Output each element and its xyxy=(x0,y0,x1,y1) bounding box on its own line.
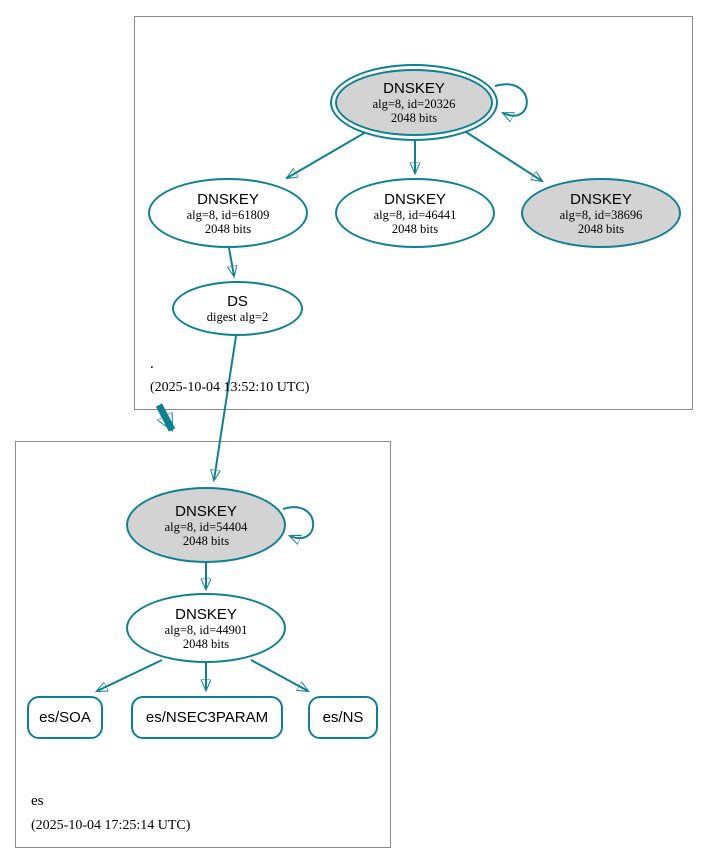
edge-selfsign-dnskey-20326 xyxy=(494,83,528,115)
node-title: DNSKEY xyxy=(570,190,632,208)
node-detail: 2048 bits xyxy=(391,221,439,236)
node-detail: alg=8, id=54404 xyxy=(164,519,248,534)
node-title: DNSKEY xyxy=(197,190,259,208)
node-detail: digest alg=2 xyxy=(206,310,269,324)
zone-timestamp-es: (2025-10-04 17:25:14 UTC) xyxy=(31,818,191,833)
node-detail: 2048 bits xyxy=(577,221,625,236)
node-title: DNSKEY xyxy=(384,190,446,208)
node-detail: 2048 bits xyxy=(182,636,230,651)
zone-box-es xyxy=(15,441,391,848)
node-detail: 2048 bits xyxy=(204,221,252,236)
node-detail: alg=8, id=38696 xyxy=(559,207,643,222)
edge-dnskey-20326-to-38696 xyxy=(465,131,542,181)
edge-ds-to-dnskey-54404 xyxy=(214,335,237,480)
node-detail: alg=8, id=20326 xyxy=(372,97,456,111)
zone-name-root: . xyxy=(150,356,154,372)
node-title: DNSKEY xyxy=(175,502,237,520)
node-detail: 2048 bits xyxy=(182,533,230,548)
node-dnskey-61809: DNSKEY alg=8, id=61809 2048 bits xyxy=(148,178,308,248)
node-dnskey-38696: DNSKEY alg=8, id=38696 2048 bits xyxy=(521,178,681,248)
edge-selfsign-dnskey-54404 xyxy=(282,506,315,538)
node-detail: alg=8, id=61809 xyxy=(186,207,270,222)
edge-dnskey-44901-to-ns xyxy=(250,659,308,691)
node-dnskey-20326: DNSKEY alg=8, id=20326 2048 bits xyxy=(330,64,498,141)
zone-timestamp-root: (2025-10-04 13:52:10 UTC) xyxy=(150,380,310,395)
node-title: DNSKEY xyxy=(175,605,237,623)
rrset-es-soa: es/SOA xyxy=(27,696,103,739)
node-dnskey-54404: DNSKEY alg=8, id=54404 2048 bits xyxy=(126,487,286,563)
edge-delegation-root-to-es xyxy=(155,403,176,430)
edge-dnskey-20326-to-61809 xyxy=(287,131,367,178)
node-dnskey-20326-inner: DNSKEY alg=8, id=20326 2048 bits xyxy=(335,69,493,136)
edge-dnskey-61809-to-ds xyxy=(229,247,234,276)
node-detail: 2048 bits xyxy=(390,111,438,125)
node-dnskey-44901: DNSKEY alg=8, id=44901 2048 bits xyxy=(126,593,286,663)
zone-box-root xyxy=(134,16,693,410)
node-title: DS xyxy=(227,293,248,310)
node-title: DNSKEY xyxy=(383,80,445,97)
node-dnskey-46441: DNSKEY alg=8, id=46441 2048 bits xyxy=(335,178,495,248)
node-detail: alg=8, id=46441 xyxy=(373,207,457,222)
node-ds-root: DS digest alg=2 xyxy=(172,281,303,336)
rrset-es-ns: es/NS xyxy=(308,696,378,739)
zone-name-es: es xyxy=(31,793,44,809)
rrset-es-nsec3param: es/NSEC3PARAM xyxy=(131,696,283,739)
node-detail: alg=8, id=44901 xyxy=(164,622,248,637)
edge-dnskey-44901-to-soa xyxy=(97,659,163,691)
